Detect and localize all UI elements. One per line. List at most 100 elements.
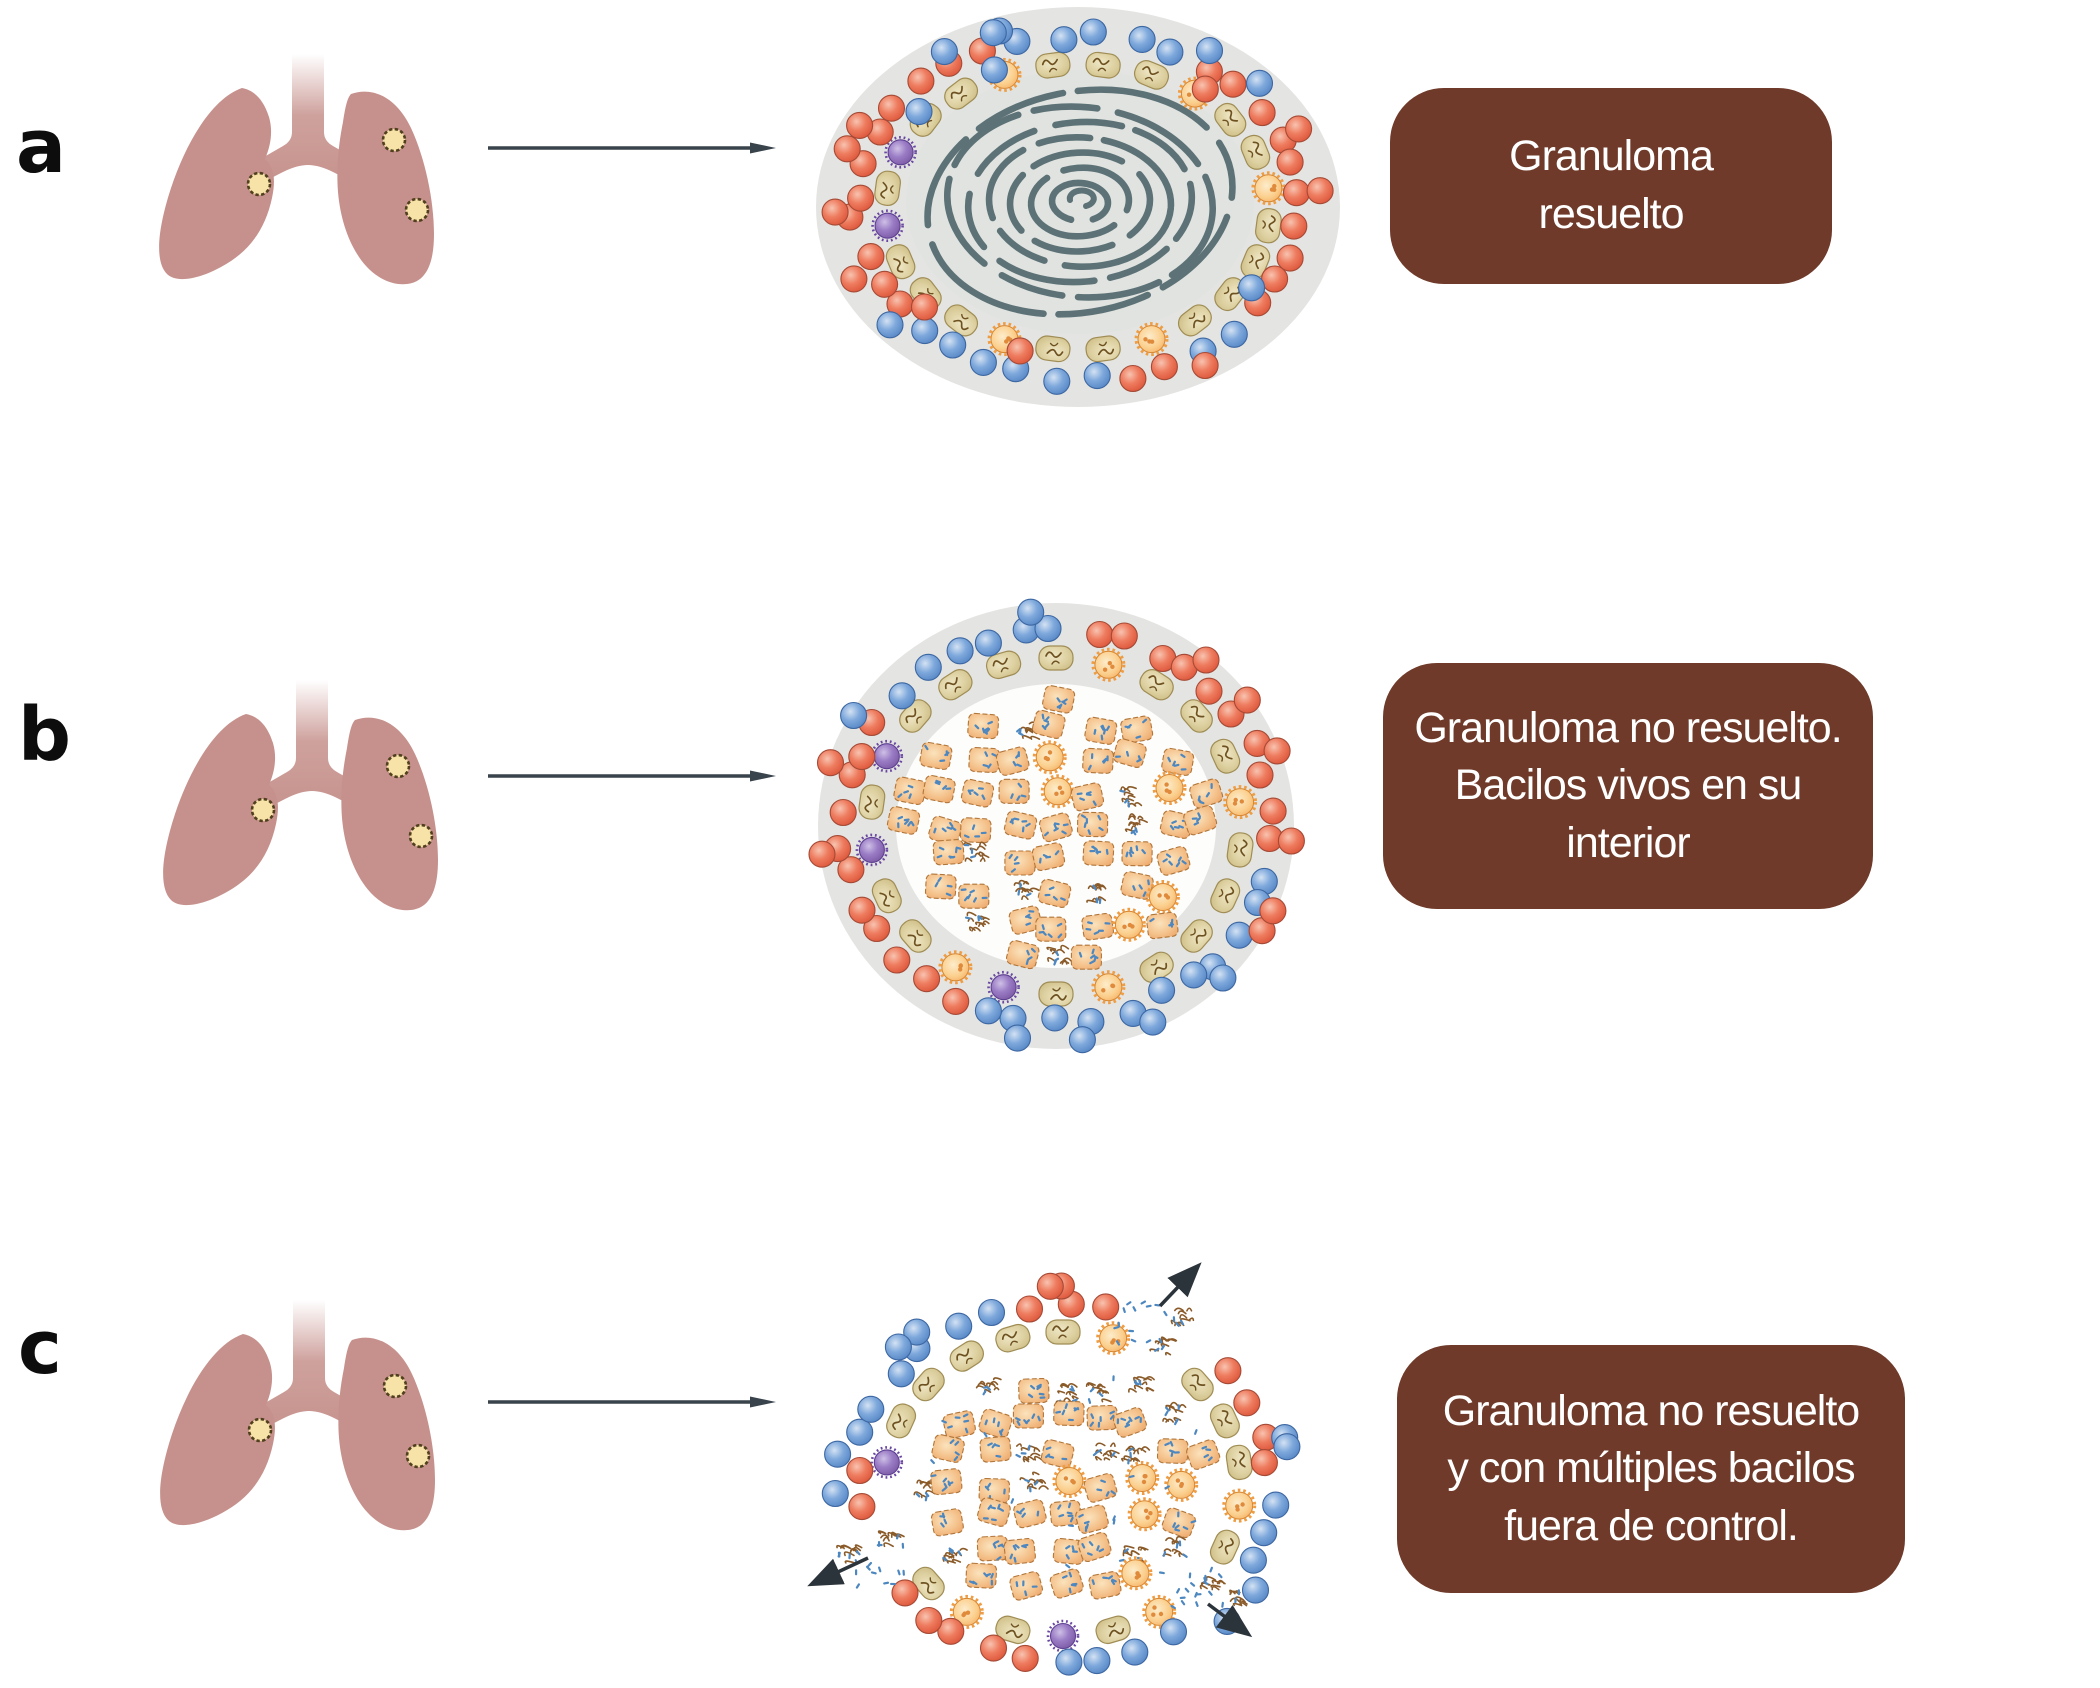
infected-macrophage <box>1013 1499 1047 1529</box>
blue-lymphocyte <box>939 331 967 359</box>
row-letter-b: b <box>18 692 71 778</box>
blue-lymphocyte <box>945 1312 973 1340</box>
red-lymphocyte <box>891 1579 919 1607</box>
dendritic-cell <box>987 970 1020 1004</box>
blue-lymphocyte <box>1121 1638 1149 1666</box>
left-lung <box>163 714 278 906</box>
left-lung <box>160 1334 275 1526</box>
red-lymphocyte <box>1261 265 1289 293</box>
dendritic-cell <box>1046 1619 1080 1653</box>
red-lymphocyte <box>840 265 868 293</box>
bacilli-clump <box>1124 813 1148 836</box>
blue-lymphocyte <box>1034 614 1062 643</box>
blue-lymphocyte <box>888 682 916 710</box>
epithelioid-cell <box>938 669 973 701</box>
epithelioid-cell <box>1035 335 1071 363</box>
infected-macrophage <box>1186 1439 1221 1470</box>
blue-lymphocyte <box>1262 1491 1290 1519</box>
red-lymphocyte <box>816 749 845 777</box>
infected-macrophage <box>1082 747 1114 774</box>
infected-macrophage <box>919 741 953 770</box>
blue-lymphocyte <box>1245 69 1274 97</box>
fibrosis-spiral <box>924 86 1236 318</box>
caption-line: interior <box>1566 818 1690 867</box>
blue-lymphocyte <box>1128 25 1156 53</box>
bacilli-clump <box>963 841 990 862</box>
epithelioid-wall <box>870 1319 1257 1653</box>
infected-macrophage <box>928 815 963 846</box>
infected-macrophage <box>1084 716 1118 745</box>
caption-box-c: Granuloma no resuelto y con múltiples ba… <box>1397 1345 1905 1593</box>
blue-lymphocyte <box>979 19 1007 47</box>
arrow-right-icon <box>488 142 776 154</box>
red-lymphocyte <box>1011 1644 1039 1672</box>
red-lymphocyte <box>1191 351 1219 380</box>
infected-macrophage <box>1076 811 1109 838</box>
red-lymphocyte <box>1306 177 1334 205</box>
red-lymphocyte <box>848 896 876 924</box>
infected-macrophage <box>1009 1571 1043 1601</box>
infected-macrophage <box>976 1535 1009 1562</box>
bacilli-clump <box>1013 879 1040 901</box>
infected-macrophage <box>1037 878 1072 908</box>
bacilli-clump <box>1016 721 1041 740</box>
escape-arrow-icons <box>807 1262 1253 1638</box>
lung-lesion-dot <box>408 823 434 849</box>
red-lymphocyte <box>1250 1449 1278 1477</box>
epithelioid-cell <box>885 244 916 280</box>
blue-lymphocyte <box>1017 598 1045 626</box>
bacilli-clump <box>1085 1382 1112 1404</box>
infected-macrophage <box>1042 685 1076 714</box>
infected-macrophage <box>1039 812 1073 843</box>
blue-lymphocyte <box>1083 1647 1111 1675</box>
red-lymphocyte <box>1276 148 1304 176</box>
blue-lymphocyte <box>1055 1648 1083 1676</box>
epithelioid-cell <box>1180 919 1213 953</box>
blue-lymphocyte <box>974 997 1002 1025</box>
epithelioid-cell <box>1177 304 1212 337</box>
blue-lymphocyte <box>1250 1519 1278 1547</box>
infected-macrophage <box>930 1468 963 1496</box>
red-lymphocyte <box>913 965 941 993</box>
infected-macrophage <box>1121 840 1153 867</box>
foamy-macrophage <box>1111 907 1146 942</box>
infected-macrophage <box>1161 747 1195 776</box>
infected-macrophage <box>1075 1504 1109 1534</box>
foamy-macrophage <box>1134 322 1169 357</box>
red-lymphocyte <box>863 914 891 943</box>
infected-macrophage <box>1082 840 1115 867</box>
infected-core <box>913 1376 1221 1601</box>
infected-macrophage <box>1081 912 1114 941</box>
blue-lymphocyte <box>977 1298 1006 1327</box>
red-lymphocyte <box>1280 212 1308 240</box>
bacilli-clump <box>913 1479 936 1502</box>
caption-line: Granuloma no resuelto <box>1442 1386 1860 1435</box>
caption-line: Granuloma no resuelto. <box>1414 703 1842 752</box>
epithelioid-cell <box>1085 51 1121 79</box>
red-lymphocyte <box>877 94 906 122</box>
red-lymphocyte <box>833 135 861 163</box>
epithelioid-wall <box>855 645 1258 1007</box>
infected-macrophage <box>893 776 927 805</box>
bacilli-clump <box>1092 1442 1120 1461</box>
right-lung <box>337 91 434 285</box>
foamy-macrophage <box>1222 1488 1257 1523</box>
infected-macrophage <box>1032 709 1066 739</box>
infected-macrophage <box>924 873 957 900</box>
red-lymphocyte <box>1092 1293 1120 1321</box>
caption-line: fuera de control. <box>1504 1501 1799 1550</box>
red-lymphocyte <box>1246 761 1274 789</box>
red-lymphocyte <box>1277 827 1305 855</box>
infected-macrophage <box>1189 778 1224 809</box>
lungs-with-granulomas-icon <box>159 54 434 285</box>
right-lung <box>338 1337 435 1531</box>
lung-lesion-dot <box>246 171 272 197</box>
epithelioid-cell <box>1045 1319 1081 1345</box>
blue-lymphocyte <box>824 1440 852 1468</box>
epithelioid-cell <box>1209 1403 1240 1439</box>
bacilli-clump <box>964 911 990 932</box>
infected-macrophage <box>942 1410 976 1439</box>
granuloma-unresolved-illustration <box>808 598 1305 1054</box>
infected-macrophage <box>995 746 1030 776</box>
blue-lymphocyte <box>1083 362 1111 390</box>
